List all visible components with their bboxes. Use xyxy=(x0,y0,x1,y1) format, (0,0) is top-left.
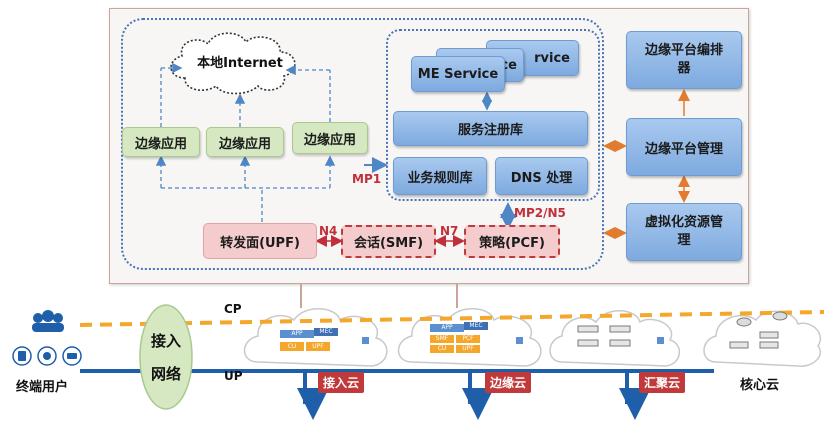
dns-handler[interactable]: DNS 处理 xyxy=(495,157,588,195)
edge-app-1[interactable]: 边缘应用 xyxy=(122,127,200,157)
edge-cloud-tag[interactable]: 边缘云 xyxy=(485,372,532,393)
up-label: UP xyxy=(224,369,243,383)
core-cloud-label[interactable]: 核心云 xyxy=(740,378,780,393)
edge-app-2[interactable]: 边缘应用 xyxy=(206,127,284,157)
connector-line-left xyxy=(300,284,302,308)
mec-platform-region xyxy=(386,29,600,201)
vim-box[interactable]: 虚拟化资源管理 xyxy=(626,203,742,261)
aggregation-cloud-shape xyxy=(549,310,680,367)
mini-app: APP xyxy=(280,330,314,338)
edge-app-3[interactable]: 边缘应用 xyxy=(292,122,368,154)
access-cloud-tag[interactable]: 接入云 xyxy=(318,372,365,393)
mini-app: APP xyxy=(430,324,464,332)
access-cloud-stack: APP MEC CU UPF xyxy=(276,328,356,354)
mini-mec: MEC xyxy=(464,322,488,330)
n7-label: N7 xyxy=(440,224,459,238)
mini-pcf: PCF xyxy=(456,335,480,343)
mini-cu: CU xyxy=(430,345,454,353)
mini-upf: UPF xyxy=(456,345,480,353)
access-network-ellipse xyxy=(139,304,193,410)
service-registry[interactable]: 服务注册库 xyxy=(393,111,588,146)
access-network-label-2: 网络 xyxy=(150,365,181,383)
mp1-label: MP1 xyxy=(352,172,382,186)
cp-label: CP xyxy=(224,302,242,316)
mini-cu: CU xyxy=(280,342,304,351)
pcf-box[interactable]: 策略(PCF) xyxy=(464,225,560,258)
mini-smf: SMF xyxy=(430,335,454,343)
platform-manager-box[interactable]: 边缘平台管理 xyxy=(626,118,742,176)
connector-line-right xyxy=(456,284,458,308)
me-service-box[interactable]: ME Service xyxy=(411,56,505,92)
orchestrator-box[interactable]: 边缘平台编排器 xyxy=(626,31,742,89)
edge-cloud-stack: APP MEC SMF PCF CU UPF xyxy=(426,322,506,356)
aggregation-cloud-tag[interactable]: 汇聚云 xyxy=(639,372,686,393)
user-group-icon xyxy=(32,310,64,332)
core-cloud-shape xyxy=(703,310,821,367)
traffic-rules-db[interactable]: 业务规则库 xyxy=(393,157,487,195)
access-network-label-1: 接入 xyxy=(150,332,181,350)
upf-box[interactable]: 转发面(UPF) xyxy=(203,223,317,259)
smf-box[interactable]: 会话(SMF) xyxy=(341,225,436,258)
mini-upf: UPF xyxy=(306,342,330,351)
internet-cloud-shape xyxy=(170,32,296,95)
internet-label: 本地Internet xyxy=(197,56,283,71)
mini-mec: MEC xyxy=(314,328,338,336)
mp2-n5-label: MP2/N5 xyxy=(514,206,566,220)
end-users-label: 终端用户 xyxy=(16,380,69,395)
n4-label: N4 xyxy=(319,224,338,238)
